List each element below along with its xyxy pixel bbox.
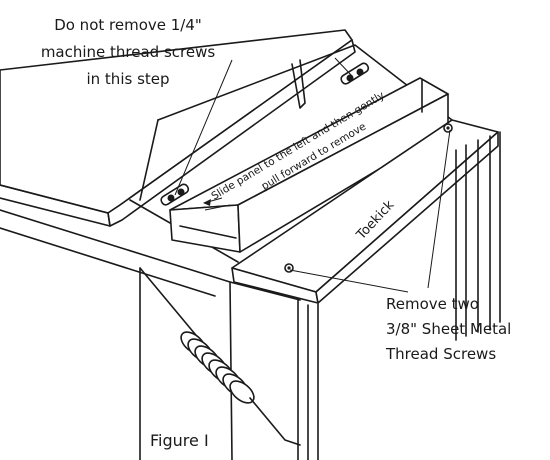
- figure-caption: Figure I: [150, 431, 209, 450]
- machine-screws-callout-line1: Do not remove 1/4": [54, 16, 202, 34]
- machine-screw-slot-right: [340, 62, 370, 85]
- front-legs: [139, 267, 319, 460]
- sheet-metal-screw-bottom: [284, 263, 294, 273]
- leveling-spring: [139, 267, 301, 446]
- sheet-metal-callout-line1: Remove two: [386, 295, 479, 313]
- leader-lines: [174, 57, 451, 293]
- machine-screws-callout-line3: in this step: [86, 70, 169, 88]
- machine-screws-callout-line2: machine thread screws: [41, 43, 216, 61]
- sheet-metal-screw-top: [443, 123, 453, 133]
- toekick-panel: [231, 119, 499, 304]
- sheet-metal-callout-line2: 3/8" Sheet Metal: [386, 320, 511, 338]
- sheet-metal-callout-line3: Thread Screws: [385, 345, 496, 363]
- front-panel-assembly: [169, 77, 449, 253]
- upper-countertop-panel: [0, 29, 356, 227]
- right-side-posts: [455, 131, 501, 341]
